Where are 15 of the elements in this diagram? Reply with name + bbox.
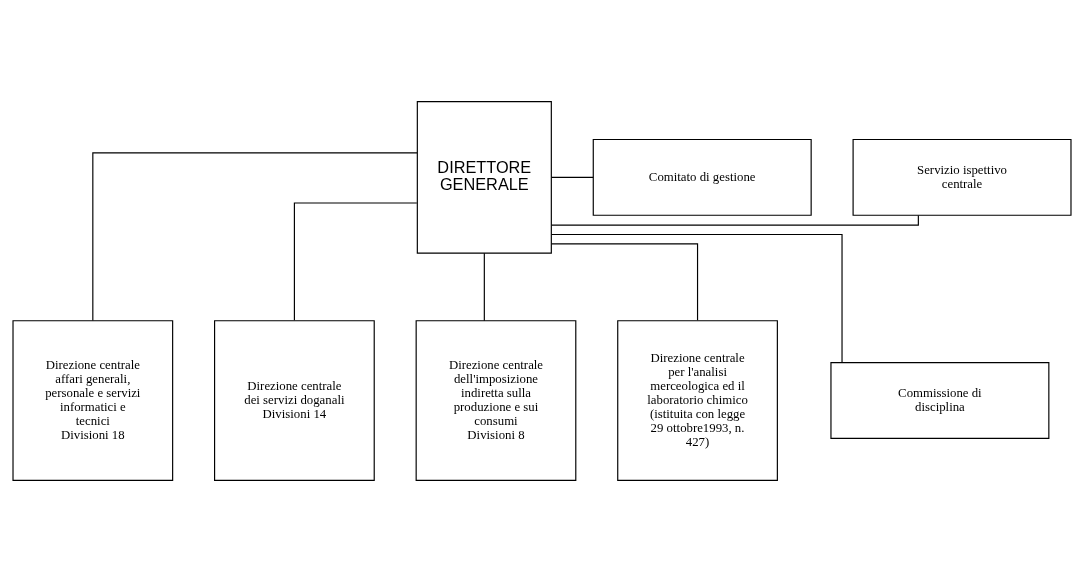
connector <box>550 176 594 178</box>
node-box: Direzione centrale dei servizi doganali Divisioni 14 <box>214 319 375 481</box>
node-box: Commissione di disciplina <box>830 361 1050 439</box>
node-box: Direzione centrale affari generali, personale e servizi informatici e tecnici Divisioni 18 <box>12 319 174 481</box>
connector <box>550 242 699 321</box>
node-box: Servizio ispettivo centrale <box>852 138 1072 216</box>
node-box: Comitato di gestione <box>592 138 812 216</box>
connector <box>293 201 418 321</box>
connector <box>551 233 843 363</box>
node-box: Direzione centrale dell'imposizione indiretta sulla produzione e sui consumi Divisioni 8 <box>415 319 577 481</box>
node-box: Direzione centrale per l'analisi merceologica ed il laboratorio chimico (istituita con legge 29 ottobre1993, n. 427) <box>617 319 778 481</box>
connector <box>483 252 485 321</box>
node-box: DIRETTORE GENERALE <box>416 100 552 254</box>
connector <box>551 214 919 226</box>
connector <box>92 151 418 321</box>
